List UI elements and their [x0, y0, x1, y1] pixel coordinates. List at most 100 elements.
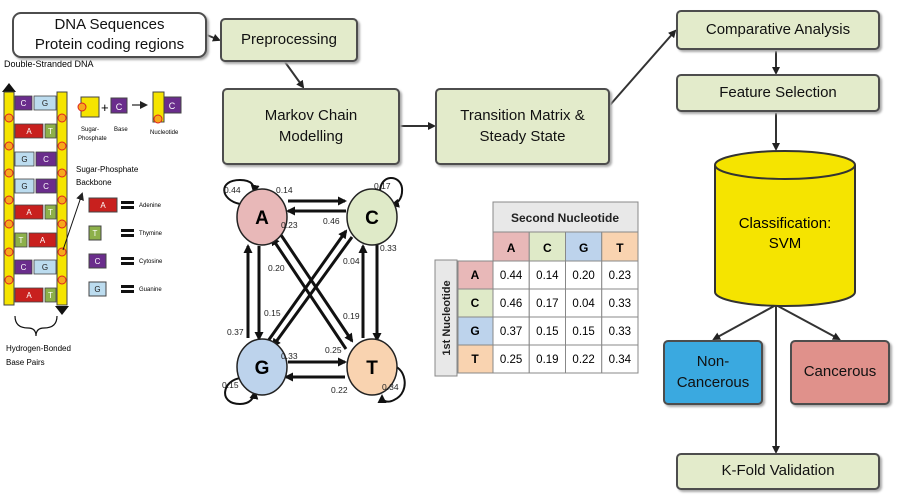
phosphate-circle [4, 247, 14, 257]
markov-label-2: Modelling [278, 127, 344, 145]
phosphate-circle [77, 102, 87, 112]
base-letter: T [48, 127, 53, 136]
legend-name: Adenine [139, 203, 162, 209]
table-value: 0.04 [572, 298, 595, 310]
row-label: G [470, 324, 479, 338]
cancerous-box: Cancerous [790, 340, 890, 405]
edge-g-c [266, 229, 348, 342]
base-block [35, 178, 57, 194]
node-a [236, 188, 288, 246]
column-header: T [616, 241, 624, 255]
preprocessing-box: Preprocessing [220, 18, 358, 62]
base-block [35, 151, 57, 167]
phosphate-circle [4, 113, 14, 123]
edge-label: 0.25 [325, 345, 342, 355]
edge-label: 0.15 [222, 380, 239, 390]
base-letter: C [21, 263, 27, 272]
node-label: T [366, 358, 378, 379]
plus-sign: + [101, 100, 109, 115]
edge-label: 0.14 [276, 185, 293, 195]
row-label-cell [457, 316, 494, 346]
classification-cylinder: Classification: SVM [714, 150, 856, 307]
row-label: C [471, 296, 480, 310]
transition-label-1: Transition Matrix & [460, 107, 585, 125]
phosphate-circle [57, 141, 67, 151]
legend-swatch [88, 253, 107, 269]
node-label: G [255, 358, 270, 379]
feature-label: Feature Selection [719, 83, 837, 101]
table-cell [601, 260, 639, 290]
table-cell [528, 344, 566, 374]
base-letter: A [26, 291, 32, 300]
non-cancerous-label-1: Non- [696, 353, 730, 371]
column-header-cell [492, 231, 530, 262]
base-letter: G [42, 99, 48, 108]
edge-label: 0.22 [331, 385, 348, 395]
edge-label: 0.17 [374, 181, 391, 191]
arrow-input-to-preprocessing [206, 34, 221, 42]
legend-swatch [88, 281, 107, 297]
edge-label: 0.19 [343, 311, 360, 321]
node-c [346, 188, 398, 246]
base-letter: A [26, 208, 32, 217]
base-block [14, 287, 44, 303]
backbone-label-1: Sugar-Phosphate [76, 165, 139, 174]
arrow-to-cancerous [775, 304, 841, 340]
self-loop-c [379, 177, 404, 208]
feature-box: Feature Selection [676, 74, 880, 112]
backbone-label-2: Backbone [76, 178, 112, 187]
phosphate-circle [4, 168, 14, 178]
base-block [14, 259, 33, 275]
edge-label: 0.23 [281, 220, 298, 230]
strand-up-arrow-icon [2, 83, 16, 92]
legend-swatch [88, 197, 118, 213]
edge-label: 0.37 [227, 327, 244, 337]
edge-label: 0.44 [224, 185, 241, 195]
legend-letter: C [95, 257, 101, 266]
base-pair-brace [14, 315, 58, 337]
base-letter: T [19, 236, 24, 245]
row-header: 1st Nucleotide [441, 280, 453, 355]
self-loop-t [377, 364, 406, 404]
comparative-box: Comparative Analysis [676, 10, 880, 50]
table-cell [492, 260, 530, 290]
base-block [14, 123, 44, 139]
table-cell [565, 288, 603, 318]
base-block [28, 232, 57, 248]
comparative-label: Comparative Analysis [705, 20, 851, 38]
column-header-cell [528, 231, 566, 262]
edge-label: 0.04 [343, 256, 360, 266]
equals-icon [121, 206, 134, 209]
base-block [14, 151, 35, 167]
table-value: 0.17 [536, 298, 558, 310]
edge-label: 0.34 [382, 382, 399, 392]
table-value: 0.44 [500, 270, 523, 282]
input-line-2: Protein coding regions [34, 36, 185, 53]
equals-icon [121, 290, 134, 293]
table-value: 0.23 [609, 270, 631, 282]
legend-letter: A [100, 201, 106, 210]
strand-down-arrow-icon [55, 306, 69, 315]
base-letter: C [43, 182, 49, 191]
table-cell [528, 316, 566, 346]
column-header: G [579, 241, 588, 255]
row-label-cell [457, 288, 494, 318]
edge-label: 0.20 [268, 263, 285, 273]
phosphate-circle [4, 275, 14, 285]
base-letter: C [116, 102, 123, 112]
table-value: 0.19 [536, 354, 558, 366]
hbond-label-1: Hydrogen-Bonded [6, 344, 71, 353]
classification-label-2: SVM [769, 235, 802, 252]
dna-title: Double-Stranded DNA [4, 59, 94, 69]
row-label: A [471, 268, 480, 282]
edge-label: 0.33 [380, 243, 397, 253]
table-value: 0.22 [572, 354, 594, 366]
nucleotide-label: Nucleotide [150, 130, 179, 136]
table-header: Second Nucleotide [511, 211, 619, 225]
base-block [44, 123, 57, 139]
table-value: 0.14 [536, 270, 559, 282]
